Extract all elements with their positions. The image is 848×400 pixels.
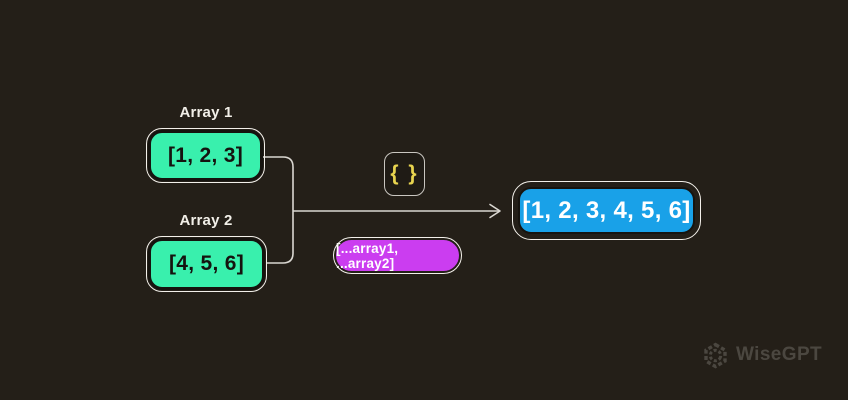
array2-chip: [4, 5, 6] [146,236,267,292]
array2-label: Array 2 [179,212,233,229]
curly-braces-badge: { } [384,152,425,196]
result-value: [1, 2, 3, 4, 5, 6] [522,196,691,224]
array1-chip: [1, 2, 3] [146,128,265,183]
spread-expression-text: [...array1, ...array2] [336,240,399,271]
array2-value: [4, 5, 6] [168,252,245,275]
spread-expression-chip: [...array1, ...array2] [333,237,462,274]
bracket-connector [263,156,294,264]
brand-name: WiseGPT [736,344,823,365]
array1-value: [1, 2, 3] [167,143,244,167]
curly-braces-icon: { } [390,162,419,185]
arrowhead-icon [489,203,501,219]
array1-label: Array 1 [179,104,233,121]
result-chip: [1, 2, 3, 4, 5, 6] [512,181,701,240]
brand-watermark: WiseGPT [702,340,822,370]
wisegpt-logo-icon [704,342,727,368]
